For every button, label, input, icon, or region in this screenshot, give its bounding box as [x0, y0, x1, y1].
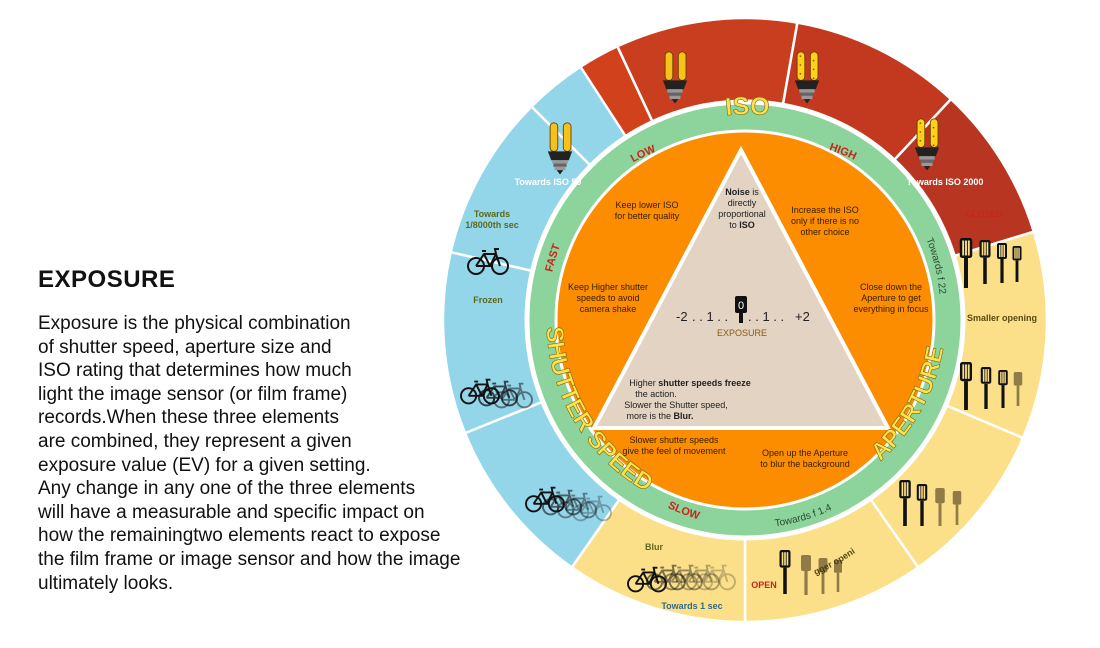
bicycle-icon [557, 492, 597, 519]
towards-iso2000-label: Towards ISO 2000 [907, 177, 984, 187]
description-line: how the remainingtwo elements react to e… [38, 525, 441, 547]
bulb-icon [547, 122, 573, 175]
spatula-icon [935, 488, 945, 526]
description-line: ISO rating that determines how much [38, 360, 352, 382]
description-line: the film frame or image sensor and how t… [38, 548, 461, 570]
spatula-icon [801, 555, 811, 595]
scale-left-ticks: . . 1 . . [692, 309, 728, 324]
scale-plus-two: +2 [795, 309, 810, 324]
inner-disc-edge [554, 129, 936, 511]
description-line: Any change in any one of the three eleme… [38, 478, 416, 500]
aperture-closed-label: CLOSED [965, 209, 1003, 219]
description-line: of shutter speed, aperture size and [38, 336, 332, 358]
spatula-icon [979, 240, 991, 284]
bulb-icon [794, 51, 820, 104]
spatula-icon [916, 484, 928, 526]
bulb-icon [914, 118, 940, 171]
exposure-scale-label: EXPOSURE [717, 328, 767, 338]
spatula-icon [952, 491, 962, 525]
towards-iso50-label: Towards ISO 50 [515, 177, 582, 187]
description-line: exposure value (EV) for a given setting. [38, 454, 371, 476]
description-line: light the image sensor (or film frame) [38, 383, 348, 405]
scale-zero: 0 [738, 300, 744, 312]
spatula-icon [997, 243, 1007, 283]
iso-label: ISO [724, 92, 770, 121]
bicycle-icon [542, 489, 582, 516]
bulb-icon [662, 51, 688, 104]
exposure-marker [735, 296, 747, 313]
bicycle-icon [663, 564, 703, 591]
scale-minus-two: -2 [676, 309, 688, 324]
spatula-icon [959, 238, 973, 288]
exposure-triangle [590, 145, 892, 430]
spatula-icon [899, 480, 911, 526]
blur-label: Blur [645, 542, 663, 552]
spatula-icon [980, 367, 992, 409]
spatula-icon [960, 362, 972, 410]
bicycle-icon [572, 495, 612, 522]
spatula-icon [998, 370, 1008, 408]
spatula-icon [1012, 246, 1022, 282]
bicycle-icon [467, 248, 509, 275]
spatula-icon [779, 550, 791, 594]
bicycle-icon [696, 564, 736, 591]
aperture-open-label: OPEN [751, 580, 777, 590]
bicycle-icon [680, 564, 720, 591]
bicycle-icon [493, 382, 533, 409]
description-line: records.When these three elements [38, 407, 339, 429]
scale-right-ticks: . . 1 . . [748, 309, 784, 324]
towards-1sec-label: Towards 1 sec [661, 601, 722, 611]
exposure-description: Exposure is the physical combination of … [38, 312, 538, 595]
bicycle-icon [646, 564, 686, 591]
exposure-marker-stem [739, 313, 743, 323]
description-line: are combined, they represent a given [38, 430, 352, 452]
description-line: Exposure is the physical combination [38, 313, 351, 334]
smaller-opening-label: Smaller opening [967, 313, 1037, 323]
description-line: will have a measurable and specific impa… [38, 501, 425, 523]
exposure-scale: -2 . . 1 . . 0 . . 1 . . +2 EXPOSURE [676, 296, 810, 338]
spatula-icon [834, 560, 842, 592]
description-line: ultimately looks. [38, 572, 174, 594]
frozen-label: Frozen [473, 295, 503, 305]
settings-ring-edge [524, 99, 966, 541]
sector-icons [460, 51, 1023, 595]
spatula-icon [1013, 372, 1023, 406]
exposure-title: EXPOSURE [38, 266, 176, 293]
spatula-icon [818, 558, 828, 594]
